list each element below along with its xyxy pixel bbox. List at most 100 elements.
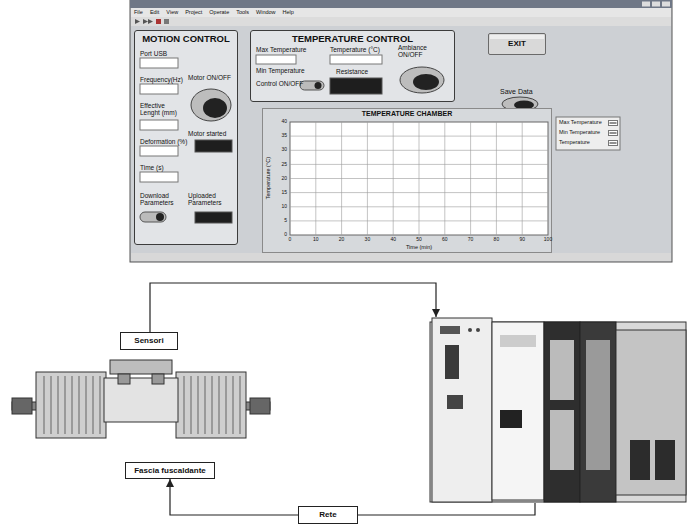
connector-arrow xyxy=(170,479,298,515)
legend-swatch-frame xyxy=(609,141,618,146)
node-text: EXIT xyxy=(508,39,526,48)
control-label: Control ON/OFF xyxy=(256,80,303,87)
control-label: Temperature (°C) xyxy=(330,46,380,53)
control-label: Motor ON/OFF xyxy=(188,74,231,81)
axis-tick: 5 xyxy=(284,218,287,224)
toggle-switch xyxy=(300,81,324,90)
node-text: TEMPERATURE CHAMBER xyxy=(362,110,452,118)
menu-item: Operate xyxy=(209,9,229,15)
control-label: Motor started xyxy=(188,130,226,137)
axis-tick: 30 xyxy=(281,147,287,153)
rod-end xyxy=(12,398,32,414)
control-label: Time (s) xyxy=(140,164,164,171)
menu-item: Help xyxy=(283,9,294,15)
control-label: Download Parameters xyxy=(140,192,186,207)
axis-tick: 20 xyxy=(339,237,345,243)
sensor-wire xyxy=(150,283,436,332)
ethernet-port xyxy=(447,395,463,409)
run-icon xyxy=(143,19,153,24)
input-field xyxy=(140,84,178,94)
node-text: TEMPERATURE CONTROL xyxy=(292,34,413,45)
node-text: MOTION CONTROL xyxy=(142,34,230,45)
plot-area xyxy=(290,122,548,235)
empty-slot xyxy=(616,330,686,495)
ambiance-button xyxy=(400,67,444,93)
legend-row: Min Temperature xyxy=(559,129,600,135)
input-field xyxy=(256,55,296,64)
axis-tick: 0 xyxy=(289,237,292,243)
axis-tick: 35 xyxy=(281,133,287,139)
exit-button: EXIT xyxy=(488,33,546,55)
carriage-bar xyxy=(110,360,172,374)
legend-row: Max Temperature xyxy=(559,119,602,125)
device-housing xyxy=(36,372,106,438)
part-tag: Fascia fuscaldante xyxy=(125,462,215,479)
toggle-switch xyxy=(140,212,166,222)
input-field xyxy=(140,146,178,156)
stop-icon xyxy=(156,19,161,24)
node-text: Fascia fuscaldante xyxy=(134,466,206,475)
input-field xyxy=(140,120,178,130)
io-module xyxy=(580,322,616,502)
axis-title: Temperature (°C) xyxy=(265,157,271,199)
motor-button-light xyxy=(203,98,227,118)
button-highlight xyxy=(490,35,544,39)
window-button xyxy=(662,2,670,7)
status-led xyxy=(468,328,472,332)
node-text: Sensori xyxy=(134,336,163,345)
module-plate xyxy=(500,335,536,347)
output-field xyxy=(330,55,382,64)
device-carriage xyxy=(104,378,178,422)
legend-sample xyxy=(608,140,618,146)
axis-tick: 80 xyxy=(494,237,500,243)
axis-tick: 10 xyxy=(313,237,319,243)
input-field xyxy=(140,172,178,182)
legend-line xyxy=(610,143,617,144)
serial-port xyxy=(445,345,459,379)
menu-item: Project xyxy=(185,9,202,15)
chart-ground xyxy=(262,108,552,253)
terminal-block xyxy=(550,340,574,400)
axis-tick: 25 xyxy=(281,162,287,168)
node-text: Rete xyxy=(319,510,336,519)
control-label: Max Temperature xyxy=(256,46,306,53)
legend-sample xyxy=(608,120,618,126)
control-label: Effective Lenght (mm) xyxy=(140,102,186,117)
tool-bar xyxy=(131,17,671,26)
signal-tag: Rete xyxy=(298,506,358,524)
axis-tick: 70 xyxy=(468,237,474,243)
window-button xyxy=(642,2,650,7)
control-label: Ambiance ON/OFF xyxy=(398,44,448,59)
axis-tick: 0 xyxy=(284,232,287,238)
motor-button xyxy=(191,89,231,121)
pause-icon xyxy=(164,19,169,24)
control-label: Min Temperature xyxy=(256,67,305,74)
control-label: Save Data xyxy=(500,88,533,96)
axis-tick: 30 xyxy=(365,237,371,243)
legend-text: Temperature xyxy=(559,139,590,145)
slot-cover xyxy=(655,440,675,480)
terminal-block xyxy=(550,410,574,470)
menu-bar xyxy=(131,8,671,17)
panel-fill xyxy=(134,30,238,245)
status-bar xyxy=(131,253,671,261)
control-label: Uploaded Parameters xyxy=(188,192,234,207)
menu-item: File xyxy=(134,9,143,15)
window-button xyxy=(652,2,660,7)
menu-item: Edit xyxy=(150,9,159,15)
legend-text: Min Temperature xyxy=(559,129,600,135)
led-strip xyxy=(440,326,460,334)
app-window xyxy=(130,0,672,262)
legend-box xyxy=(556,117,620,150)
menu-item: View xyxy=(166,9,178,15)
control-label: Deformation (%) xyxy=(140,138,187,145)
control-panel: MOTION CONTROL xyxy=(134,30,238,245)
legend-swatch-frame xyxy=(609,131,618,136)
status-led xyxy=(476,328,480,332)
status-indicator xyxy=(195,212,232,223)
clamp xyxy=(152,374,164,384)
rod-end xyxy=(250,398,270,414)
legend-swatch-frame xyxy=(609,121,618,126)
control-label: Port USB xyxy=(140,50,167,57)
network-wire xyxy=(358,503,535,515)
